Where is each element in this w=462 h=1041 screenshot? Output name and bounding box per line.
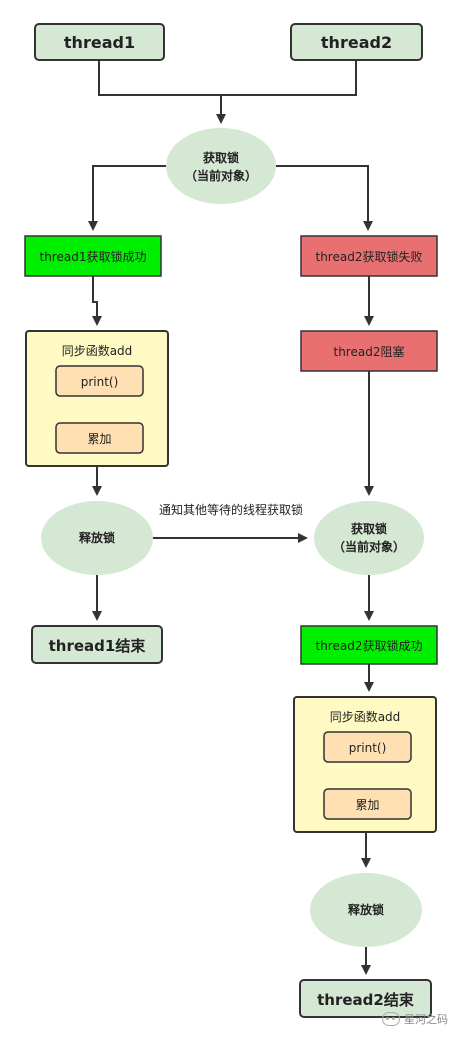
wechat-icon	[382, 1012, 400, 1026]
acquire-lock-ellipse	[166, 128, 276, 204]
print-node-1	[55, 365, 144, 397]
release-lock-ellipse-2	[310, 873, 422, 947]
edge-thread2-to-lock	[216, 60, 357, 124]
edge-thread1-to-lock	[98, 60, 221, 96]
t2-acquire-fail-node	[300, 235, 438, 277]
release-lock-label-1: 释放锁	[79, 530, 115, 545]
release-lock-label-2: 释放锁	[348, 902, 384, 917]
t2-acquire-success-label: thread2获取锁成功	[316, 638, 423, 653]
acquire-lock-ellipse-2	[314, 501, 424, 575]
thread2-label: thread2	[321, 33, 392, 52]
thread1-end-label: thread1结束	[49, 637, 147, 655]
thread2-end-label: thread2结束	[317, 991, 415, 1009]
thread1-node	[34, 23, 165, 61]
accumulate-node-1	[55, 422, 144, 454]
print-label-2: print()	[349, 741, 387, 755]
t2-acquire-fail-label: thread2获取锁失败	[316, 249, 423, 264]
edge-lock-to-t2fail	[276, 165, 373, 231]
release-lock-ellipse-1	[41, 501, 153, 575]
thread2-node	[290, 23, 423, 61]
sync-function-label-2: 同步函数add	[330, 709, 401, 724]
accumulate-label-1: 累加	[87, 432, 111, 446]
accumulate-node-2	[323, 788, 412, 820]
accumulate-label-2: 累加	[355, 798, 379, 812]
thread1-end-node	[31, 625, 163, 664]
t1-acquire-success-node	[24, 235, 162, 277]
watermark: 星河之码	[382, 1011, 448, 1027]
thread2-end-node	[299, 979, 432, 1018]
t1-acquire-success-label: thread1获取锁成功	[40, 249, 147, 264]
thread1-label: thread1	[64, 33, 135, 52]
t2-blocked-label: thread2阻塞	[334, 344, 405, 359]
t2-acquire-success-node	[300, 625, 438, 665]
edge-t1success-to-sync	[92, 276, 102, 326]
acquire-lock-label-2: 获取锁	[350, 521, 387, 536]
print-label-1: print()	[81, 375, 119, 389]
edge-lock-to-t1success	[88, 165, 166, 231]
watermark-text: 星河之码	[404, 1013, 448, 1026]
acquire-lock-sublabel-2: （当前对象）	[333, 539, 405, 554]
t2-blocked-node	[300, 330, 438, 372]
sync-function-label-1: 同步函数add	[62, 343, 133, 358]
notify-label: 通知其他等待的线程获取锁	[159, 502, 303, 517]
print-node-2	[323, 731, 412, 763]
acquire-lock-label: 获取锁	[202, 150, 239, 165]
acquire-lock-sublabel: （当前对象）	[185, 168, 257, 183]
